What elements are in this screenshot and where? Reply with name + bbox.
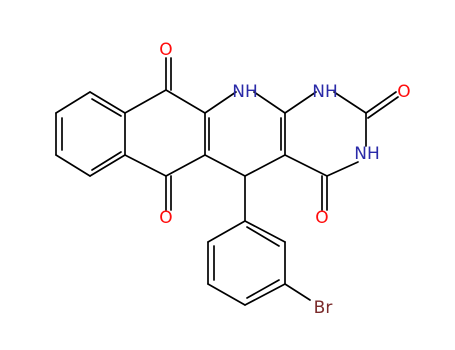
- bond-25: [284, 91, 317, 114]
- bond-31: [367, 96, 399, 119]
- bond-3: [89, 154, 126, 177]
- bond-28: [326, 161, 359, 177]
- atom-labels: O NH NH O NH O O Br: [159, 40, 410, 318]
- atom-o-lower-right: O: [315, 208, 328, 228]
- bond-37: [207, 283, 246, 306]
- bond-35: [207, 220, 246, 243]
- bond-44: [284, 283, 311, 301]
- bond-42: [246, 279, 280, 299]
- bond-13: [124, 154, 167, 177]
- bond-12: [165, 154, 206, 177]
- atom-br: Br: [314, 298, 333, 318]
- bond-19: [253, 91, 286, 114]
- bond-8: [91, 98, 122, 117]
- bond-26: [333, 91, 367, 114]
- bond-10: [165, 89, 206, 114]
- bonds: [55, 57, 399, 306]
- bond-7: [91, 151, 122, 171]
- atom-o-right: O: [397, 82, 410, 102]
- bond-43: [246, 226, 280, 247]
- bond-38: [244, 283, 286, 306]
- bond-22: [204, 154, 246, 177]
- bond-5: [89, 91, 126, 114]
- atom-o-left: O: [159, 208, 172, 228]
- atom-nh-top-right: NH: [312, 82, 338, 102]
- bond-9: [124, 89, 167, 114]
- bond-30: [365, 91, 397, 114]
- bond-21: [244, 154, 286, 177]
- atom-o-top: O: [159, 40, 172, 60]
- bond-2: [55, 154, 91, 177]
- bond-18: [204, 91, 237, 114]
- atom-nh-right: NH: [354, 144, 380, 164]
- atom-nh-center: NH: [232, 82, 258, 102]
- bond-40: [244, 220, 286, 243]
- bond-0: [55, 91, 91, 114]
- bond-29: [284, 154, 328, 177]
